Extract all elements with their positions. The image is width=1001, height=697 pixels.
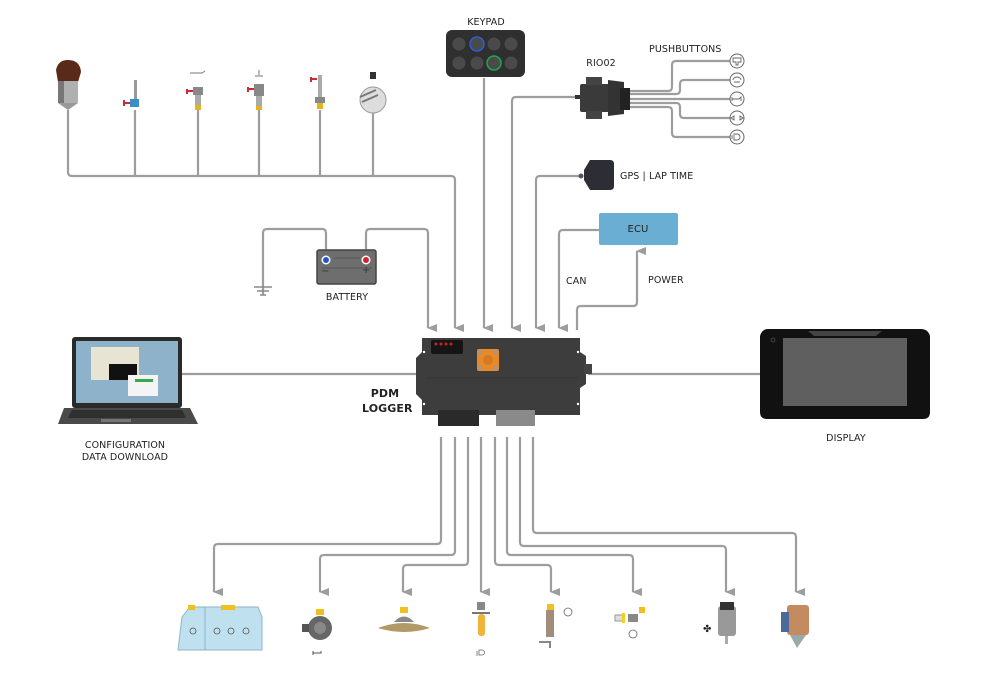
lights-device bbox=[177, 605, 263, 651]
oil-pressure-sensor-device bbox=[186, 70, 206, 110]
out-wire-8 bbox=[531, 437, 805, 596]
pdm-logger-label: PDM LOGGER bbox=[362, 386, 413, 416]
svg-text:✤: ✤ bbox=[703, 624, 711, 635]
pdm-label-line2: LOGGER bbox=[362, 402, 413, 415]
horn-icon bbox=[731, 95, 742, 101]
battery-label: BATTERY bbox=[325, 292, 369, 303]
can-wire bbox=[557, 228, 600, 332]
battery-minus: − bbox=[321, 266, 330, 277]
horn-device bbox=[302, 609, 332, 655]
washer-pump-device bbox=[539, 604, 573, 648]
pb-wire-1 bbox=[628, 59, 730, 93]
washer-icon bbox=[732, 76, 742, 83]
pushbuttons-label: PUSHBUTTONS bbox=[649, 44, 722, 55]
rio02-label: RIO02 bbox=[586, 58, 616, 69]
sensor-bus-wire bbox=[66, 110, 464, 332]
pb-wire-2 bbox=[628, 78, 730, 96]
out-wire-5 bbox=[493, 437, 560, 596]
temperature-probe-device bbox=[123, 80, 139, 107]
pdm-label-line1: PDM bbox=[370, 387, 400, 400]
water-temperature-sensor-device bbox=[247, 70, 264, 110]
starter-motor-device bbox=[781, 605, 809, 648]
pdm-logger-device bbox=[416, 338, 592, 426]
power-wire bbox=[575, 247, 646, 330]
can-label: CAN bbox=[566, 276, 587, 287]
ecu-box bbox=[599, 213, 678, 245]
fan-motor-device: ✤ bbox=[703, 602, 736, 644]
power-label: POWER bbox=[648, 275, 684, 286]
out-wire-3 bbox=[401, 437, 470, 596]
out-wire-1 bbox=[212, 437, 443, 596]
rio-wire bbox=[510, 95, 578, 332]
laptop-label-line1: CONFIGURATION bbox=[84, 440, 166, 451]
headlight-icon bbox=[731, 133, 741, 141]
washer-valve-device bbox=[614, 607, 645, 639]
pushbutton-circles bbox=[729, 53, 745, 145]
laptop-label-line2: DATA DOWNLOAD bbox=[81, 452, 169, 463]
gps-wire bbox=[534, 174, 580, 332]
keypad-device bbox=[446, 30, 525, 77]
pb-wire-5 bbox=[628, 105, 730, 139]
battery-device bbox=[316, 249, 377, 285]
battery-plus: + bbox=[362, 265, 371, 276]
gps-module bbox=[578, 160, 614, 190]
ground-wire bbox=[261, 227, 328, 295]
keypad-label: KEYPAD bbox=[467, 17, 505, 28]
wiper-icon bbox=[732, 57, 742, 66]
ecu-label: ECU bbox=[627, 224, 649, 235]
temperature-sensor-device bbox=[310, 75, 325, 109]
headlight-bulb-device bbox=[472, 602, 490, 656]
gps-label: GPS | LAP TIME bbox=[620, 171, 694, 182]
pb-wire-4 bbox=[628, 101, 730, 120]
battery-positive-wire bbox=[364, 227, 437, 332]
cooling-fan-motor-device bbox=[378, 607, 430, 632]
display-device bbox=[760, 329, 930, 419]
ground-icon bbox=[254, 286, 272, 296]
laptop-device bbox=[58, 337, 198, 424]
indicators-icon bbox=[730, 115, 744, 121]
rio02-module bbox=[575, 77, 630, 119]
pressure-sensor-device bbox=[56, 60, 81, 110]
out-wire-2 bbox=[318, 437, 457, 596]
out-wire-7 bbox=[518, 437, 735, 596]
laptop-label: CONFIGURATION DATA DOWNLOAD bbox=[82, 440, 168, 464]
fuel-level-sensor-device bbox=[359, 72, 387, 114]
display-label: DISPLAY bbox=[826, 433, 866, 444]
out-wire-6 bbox=[505, 437, 642, 596]
